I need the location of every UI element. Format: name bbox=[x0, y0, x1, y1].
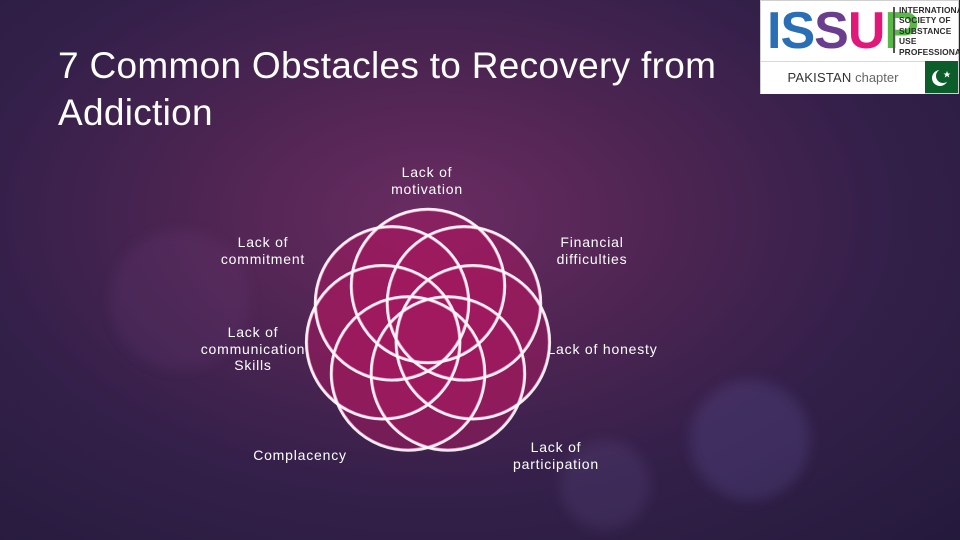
label-financial-difficulties: Financial difficulties bbox=[556, 234, 628, 267]
logo-letter: S bbox=[814, 2, 849, 60]
logo-wordmark: ISSUP bbox=[767, 2, 919, 60]
logo-letter: S bbox=[780, 2, 815, 60]
logo-subtitle: INTERNATIONAL SOCIETY OF SUBSTANCE USE P… bbox=[899, 5, 960, 57]
petal-circle-outline bbox=[329, 295, 487, 452]
petal-circle-outline bbox=[385, 225, 543, 382]
logo-divider bbox=[893, 7, 895, 53]
logo-chapter-country: PAKISTAN bbox=[787, 70, 852, 85]
label-lack-of-commitment: Lack of commitment bbox=[220, 234, 306, 267]
logo-chapter-word: chapter bbox=[851, 70, 899, 85]
logo-letter: I bbox=[767, 2, 781, 60]
petal-circle-outline bbox=[394, 263, 552, 421]
logo-chapter: PAKISTAN chapter bbox=[761, 61, 925, 94]
background-bokeh bbox=[560, 440, 650, 530]
label-lack-of-participation: Lack of participation bbox=[513, 439, 599, 472]
label-lack-of-motivation: Lack of motivation bbox=[391, 164, 463, 197]
slide-title: 7 Common Obstacles to Recovery from Addi… bbox=[58, 45, 717, 133]
background-bokeh bbox=[110, 230, 250, 370]
label-lack-of-communication-skills: Lack of communication Skills bbox=[200, 324, 306, 373]
petal-circle-outline bbox=[349, 207, 507, 365]
crescent-star-icon bbox=[932, 69, 951, 86]
label-lack-of-honesty: Lack of honesty bbox=[547, 341, 658, 357]
petal-circle-outline bbox=[313, 225, 471, 382]
petal-circle-outline bbox=[304, 263, 462, 421]
background-bokeh bbox=[690, 380, 810, 500]
issup-logo: ISSUP INTERNATIONAL SOCIETY OF SUBSTANCE… bbox=[760, 0, 960, 94]
logo-letter: P bbox=[884, 2, 919, 60]
label-complacency: Complacency bbox=[253, 447, 347, 463]
petal-circle-outline bbox=[369, 295, 527, 452]
logo-letter: U bbox=[847, 2, 886, 60]
pakistan-flag-icon bbox=[925, 61, 958, 93]
